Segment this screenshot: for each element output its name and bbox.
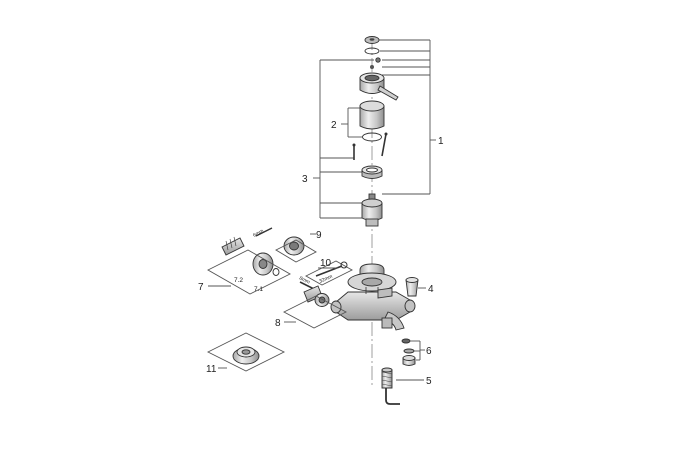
bracket-2	[341, 107, 362, 138]
nut-group-9	[275, 233, 317, 263]
callout-6: 6	[426, 346, 432, 357]
lever-handle	[359, 72, 399, 101]
callout-2: 2	[331, 120, 337, 131]
callout-4: 4	[428, 284, 434, 295]
callout-7: 7	[198, 282, 204, 293]
mixer-body	[330, 263, 416, 331]
guide-pins	[352, 132, 388, 160]
eccentric-fittings-8	[283, 285, 347, 329]
escutcheon-sleeve	[359, 100, 385, 130]
tool-label-6mm: 6mm	[252, 228, 265, 239]
rosette-11	[206, 332, 286, 372]
callout-10: 10	[320, 258, 332, 269]
aerator-parts	[401, 338, 425, 366]
callout-3: 3	[302, 174, 308, 185]
tool-label-8mm: 8mm	[298, 275, 311, 285]
callout-9: 9	[316, 230, 322, 241]
callout-8: 8	[275, 318, 281, 329]
check-valve-tool	[381, 367, 424, 405]
bracket-3	[313, 59, 374, 219]
callout-7-2: 7.2	[234, 277, 243, 284]
callout-1: 1	[438, 136, 444, 147]
bracket-1	[378, 39, 436, 195]
diverter-knob	[405, 277, 426, 297]
callout-5: 5	[426, 376, 432, 387]
callout-7-1: 7.1	[254, 286, 263, 293]
wall-connection-7: 6mm	[207, 227, 291, 295]
cap-plug	[364, 36, 380, 44]
o-ring-small	[364, 47, 380, 55]
set-screw	[370, 57, 381, 69]
cartridge	[361, 193, 383, 227]
retaining-nut	[361, 165, 383, 179]
tool-label-32mm: 32mm	[318, 274, 333, 285]
callout-11: 11	[206, 364, 217, 375]
o-ring-large	[362, 132, 382, 142]
